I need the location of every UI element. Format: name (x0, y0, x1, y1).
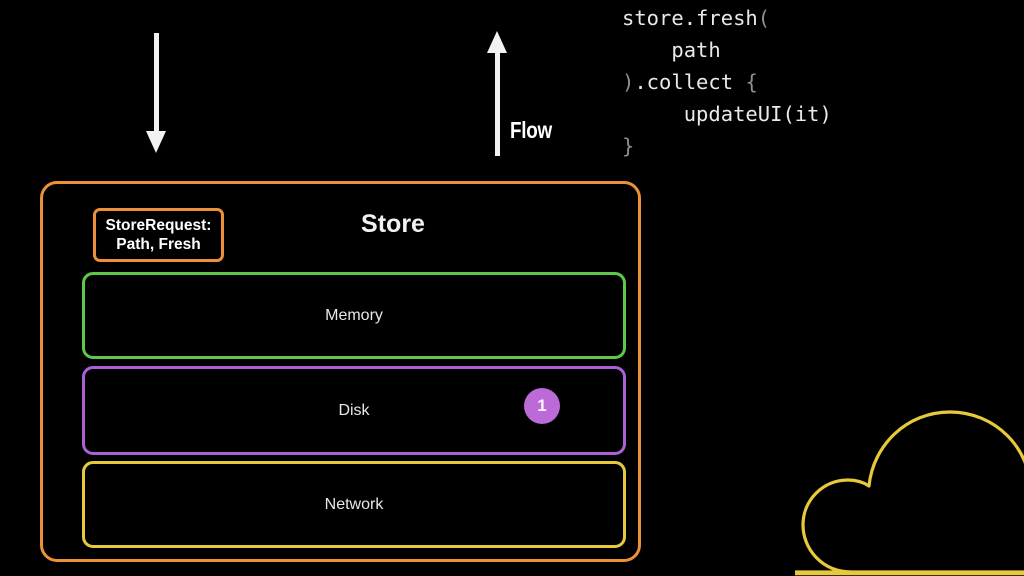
flow-label: Flow (510, 117, 552, 143)
code-snippet: store.fresh( path ).collect { updateUI(i… (622, 2, 832, 162)
code-token: path (622, 38, 721, 62)
store-request-badge: StoreRequest: Path, Fresh (93, 208, 224, 262)
downward-arrow (146, 33, 166, 153)
code-token: updateUI(it) (622, 102, 832, 126)
upward-arrow (487, 31, 507, 156)
layer-memory[interactable]: Memory (82, 272, 626, 359)
layer-network-label: Network (324, 495, 384, 513)
store-request-line2: Path, Fresh (116, 236, 201, 253)
step-badge-1: 1 (524, 388, 560, 424)
layer-network[interactable]: Network (82, 461, 626, 548)
store-container: StoreRequest: Path, Fresh Store Memory D… (40, 181, 641, 562)
code-token: .collect (634, 70, 746, 94)
code-token: store.fresh (622, 6, 758, 30)
store-request-line1: StoreRequest: (105, 217, 212, 234)
store-title: Store (361, 210, 425, 238)
code-token: ( (757, 6, 771, 30)
layer-memory-label: Memory (325, 306, 383, 324)
arrow-shaft (495, 53, 500, 156)
arrow-head-up-icon (487, 31, 507, 53)
layer-disk[interactable]: Disk 1 (82, 366, 626, 455)
cloud-icon (795, 410, 1024, 576)
layer-disk-label: Disk (338, 401, 370, 419)
arrow-shaft (154, 33, 159, 133)
code-token: } (622, 134, 635, 158)
arrow-head-down-icon (146, 131, 166, 153)
code-token: ) (622, 70, 635, 94)
code-token: { (745, 70, 758, 94)
